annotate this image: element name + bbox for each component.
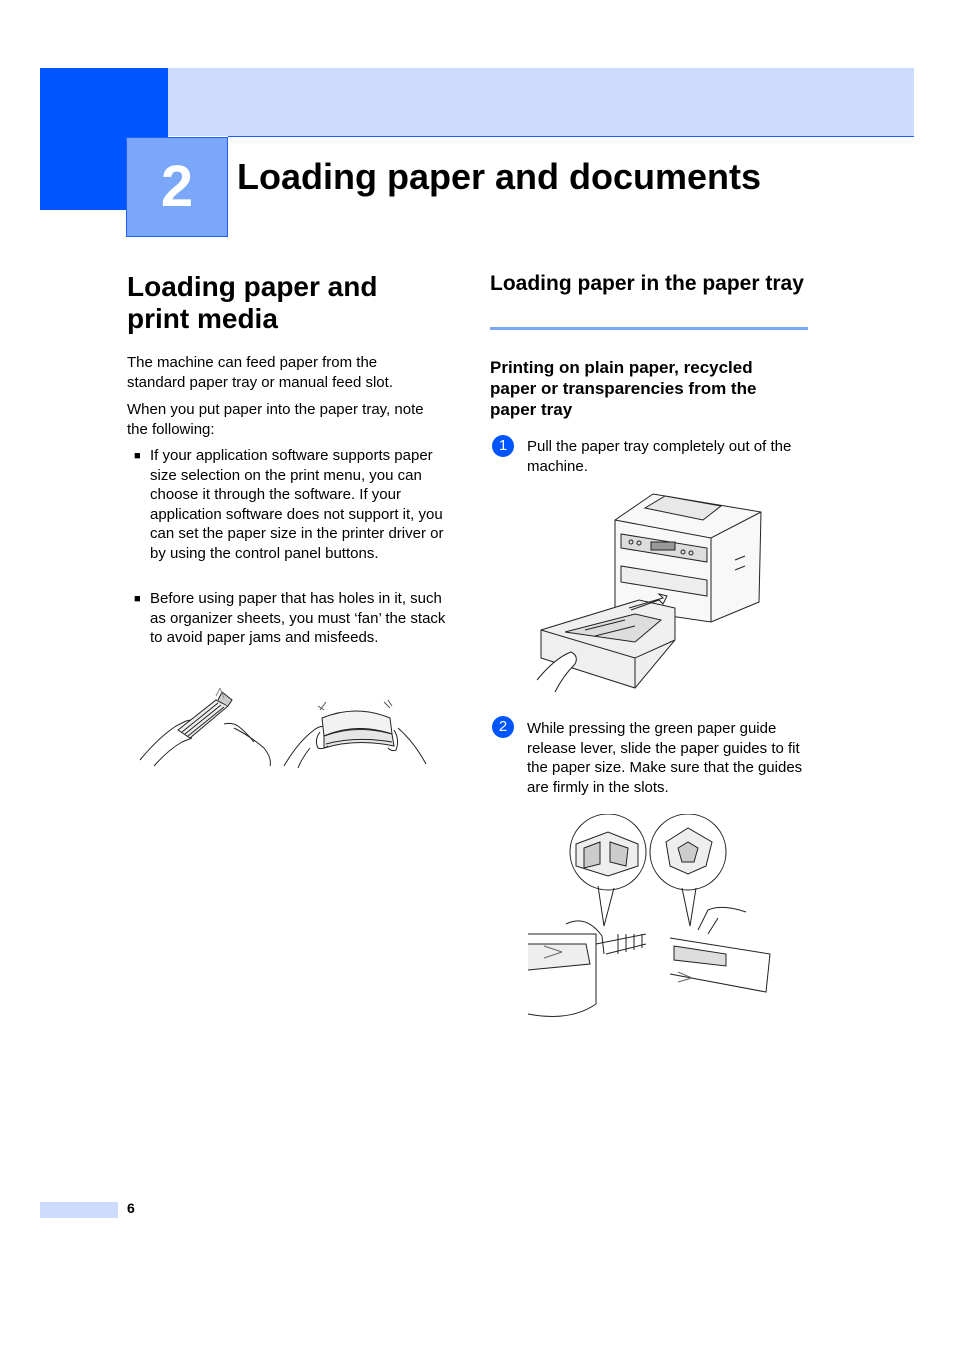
note-paragraph: When you put paper into the paper tray, … [127, 401, 424, 438]
subsection-title: Loading paper in the paper tray [490, 272, 804, 295]
fanning-paper-illustration [138, 688, 436, 770]
page-number: 6 [127, 1200, 135, 1216]
bullet-item-fan-paper: Before using paper that has holes in it,… [150, 590, 446, 646]
step-text-2: While pressing the green paper guide rel… [527, 720, 803, 796]
chapter-header-rule [228, 136, 914, 137]
chapter-title: Loading paper and documents [237, 156, 762, 197]
chapter-number: 2 [126, 137, 228, 237]
bullet-marker: ■ [134, 450, 141, 462]
subsection-rule [490, 327, 808, 330]
paper-guides-illustration [526, 814, 774, 1022]
step-number-1: 1 [492, 435, 514, 457]
intro-paragraph: The machine can feed paper from the stan… [127, 354, 393, 391]
footer-bar [40, 1202, 118, 1218]
subsubsection-title: Printing on plain paper, recycled paper … [490, 358, 757, 419]
section-title: Loading paper and print media [127, 271, 378, 334]
chapter-header-band [168, 68, 914, 136]
step-text-1: Pull the paper tray completely out of th… [527, 438, 792, 475]
bullet-marker: ■ [134, 593, 141, 605]
bullet-item-software-paper-size: If your application software supports pa… [150, 447, 444, 562]
step-number-2: 2 [492, 716, 514, 738]
printer-tray-illustration [535, 490, 767, 694]
